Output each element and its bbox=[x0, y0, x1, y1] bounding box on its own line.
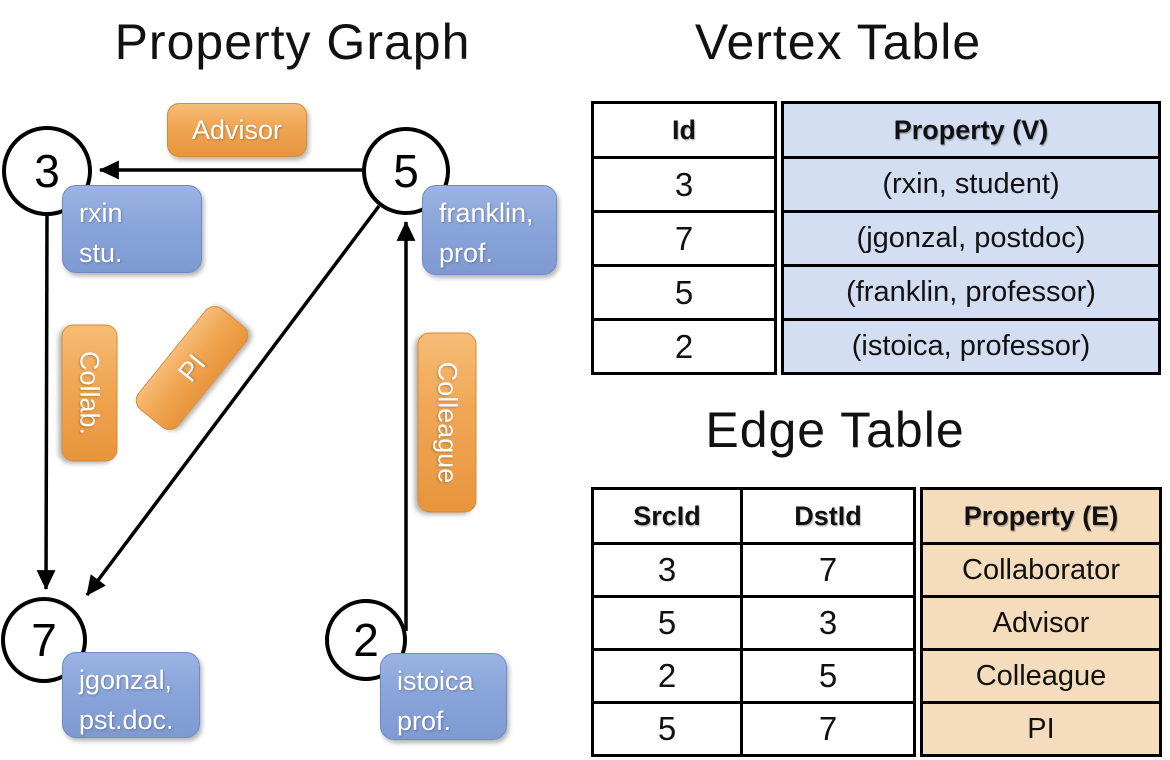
edge-dstid-cell: 7 bbox=[740, 545, 913, 595]
vertex-id-cell: 5 bbox=[674, 273, 694, 311]
edge-dstid-header: DstId bbox=[740, 490, 913, 542]
property-graph-diagram: 3 5 7 2 rxin stu. franklin bbox=[1, 103, 557, 740]
vertex-id-column: Id 3 7 5 2 bbox=[591, 101, 777, 375]
vertex-prop-line1: jgonzal, bbox=[79, 665, 173, 695]
edge-srcid-cell: 3 bbox=[657, 551, 677, 588]
graph-edges-svg bbox=[36, 160, 416, 631]
edge-line-pi-5-to-7 bbox=[85, 204, 381, 597]
edge-id-columns: SrcId DstId 3 7 5 3 2 5 5 7 bbox=[591, 487, 916, 757]
edge-property-column: Property (E) Collaborator Advisor Collea… bbox=[920, 487, 1162, 757]
vertex-property-box-franklin: franklin, prof. bbox=[422, 185, 557, 275]
table-row: Colleague bbox=[923, 648, 1159, 701]
edge-label-collab: Collab. bbox=[61, 324, 118, 462]
edge-table-title: Edge Table bbox=[705, 402, 965, 458]
vertex-prop-line1: franklin, bbox=[439, 198, 534, 228]
table-row: 2 5 bbox=[594, 648, 913, 701]
vertex-prop-line1: rxin bbox=[79, 198, 123, 228]
node-id-label: 3 bbox=[34, 145, 60, 197]
vertex-property-cell: (istoica, professor) bbox=[851, 330, 1091, 362]
edge-label-colleague: Colleague bbox=[417, 332, 477, 513]
table-row: Advisor bbox=[923, 595, 1159, 648]
node-circle-2: 2 bbox=[325, 599, 407, 681]
table-row: (istoica, professor) bbox=[784, 318, 1158, 372]
table-row: 5 3 bbox=[594, 595, 913, 648]
table-row: (rxin, student) bbox=[784, 156, 1158, 210]
table-row: 3 7 bbox=[594, 542, 913, 595]
edge-property-header: Property (E) bbox=[963, 500, 1119, 531]
vertex-property-cell: (jgonzal, postdoc) bbox=[856, 222, 1086, 254]
edge-dstid-cell: 5 bbox=[740, 651, 913, 701]
edge-label-advisor: Advisor bbox=[167, 103, 307, 157]
edge-table: SrcId DstId 3 7 5 3 2 5 5 7 Property (E)… bbox=[591, 487, 1162, 757]
vertex-id-cell: 2 bbox=[674, 327, 694, 365]
vertex-prop-line2: prof. bbox=[397, 706, 452, 736]
edge-label-text: Collab. bbox=[75, 350, 105, 436]
node-id-label: 2 bbox=[353, 614, 379, 666]
table-row: Collaborator bbox=[923, 542, 1159, 595]
vertex-table-title: Vertex Table bbox=[694, 14, 982, 70]
edge-property-cell: Collaborator bbox=[962, 553, 1120, 586]
edge-srcid-cell: 5 bbox=[657, 710, 677, 747]
vertex-prop-line2: pst.doc. bbox=[79, 705, 174, 735]
table-row: PI bbox=[923, 701, 1159, 754]
edge-property-cell: Advisor bbox=[992, 606, 1090, 639]
vertex-id-cell: 7 bbox=[674, 219, 694, 257]
table-row: (jgonzal, postdoc) bbox=[784, 210, 1158, 264]
vertex-prop-line2: prof. bbox=[439, 238, 494, 268]
vertex-property-box-istoica: istoica prof. bbox=[380, 653, 507, 740]
table-row: 7 bbox=[594, 210, 774, 264]
vertex-property-header: Property (V) bbox=[893, 114, 1049, 145]
table-row: 2 bbox=[594, 318, 774, 372]
table-row: 3 bbox=[594, 156, 774, 210]
edge-line-collab-3-to-7 bbox=[36, 215, 56, 591]
edge-property-cell: PI bbox=[1027, 712, 1055, 745]
node-id-label: 7 bbox=[31, 614, 57, 666]
edge-dstid-cell: 7 bbox=[740, 704, 913, 754]
vertex-property-box-jgonzal: jgonzal, pst.doc. bbox=[62, 652, 200, 738]
vertex-property-box-rxin: rxin stu. bbox=[62, 185, 202, 273]
table-row: 5 7 bbox=[594, 701, 913, 754]
edge-srcid-cell: 5 bbox=[657, 604, 677, 641]
vertex-property-cell: (franklin, professor) bbox=[846, 276, 1096, 308]
edge-label-text: PI bbox=[171, 348, 212, 388]
vertex-table: Id 3 7 5 2 Property (V) (rxin, student) … bbox=[591, 101, 1161, 375]
property-graph-title: Property Graph bbox=[114, 14, 471, 70]
edge-property-cell: Colleague bbox=[975, 659, 1107, 692]
vertex-id-header: Id bbox=[672, 114, 696, 145]
vertex-prop-line2: stu. bbox=[79, 238, 123, 268]
edge-label-text: Advisor bbox=[191, 114, 283, 145]
table-row: (franklin, professor) bbox=[784, 264, 1158, 318]
table-row: 5 bbox=[594, 264, 774, 318]
vertex-id-cell: 3 bbox=[674, 165, 694, 203]
vertex-property-cell: (rxin, student) bbox=[882, 168, 1060, 200]
node-id-label: 5 bbox=[393, 145, 419, 197]
edge-srcid-header: SrcId bbox=[633, 500, 701, 531]
edge-label-text: Colleague bbox=[432, 361, 463, 484]
edge-dstid-cell: 3 bbox=[740, 598, 913, 648]
vertex-property-column: Property (V) (rxin, student) (jgonzal, p… bbox=[781, 101, 1161, 375]
edge-srcid-cell: 2 bbox=[657, 657, 677, 694]
vertex-prop-line1: istoica bbox=[397, 666, 474, 696]
